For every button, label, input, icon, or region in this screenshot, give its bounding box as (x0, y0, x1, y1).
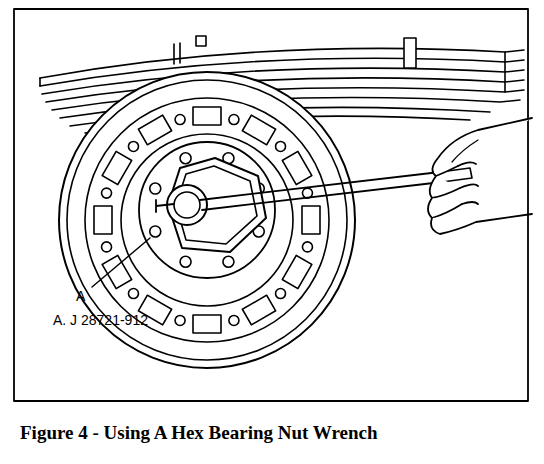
drum-cutouts (94, 107, 320, 333)
frame (14, 9, 528, 401)
figure-caption: Figure 4 - Using A Hex Bearing Nut Wrenc… (20, 422, 378, 444)
hub-ring (121, 134, 293, 306)
hand (428, 118, 532, 234)
socket-bore (174, 192, 200, 218)
callout-letter: A (76, 288, 85, 304)
tool-number: A. J 28721-912 (53, 312, 148, 328)
leader-line (92, 238, 150, 287)
wrench-handle (156, 172, 442, 212)
drum-face (85, 98, 329, 342)
